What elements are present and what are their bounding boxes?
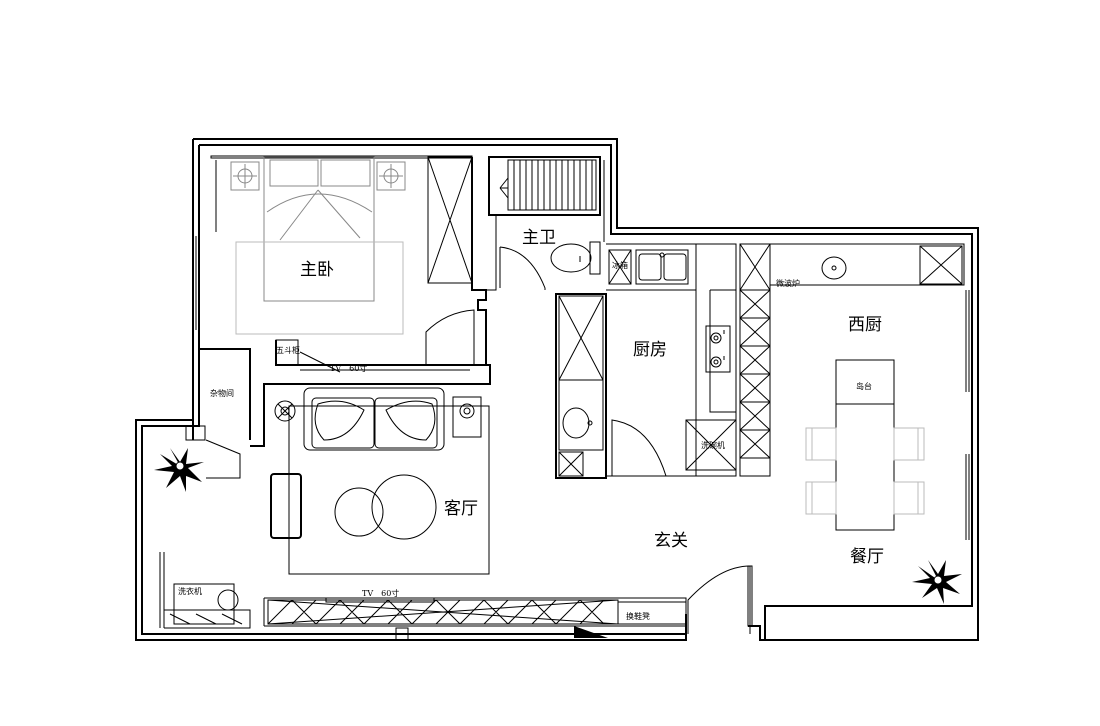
living-room: 客厅	[270, 387, 490, 575]
entry-door	[687, 565, 751, 634]
master-bath: 主卫	[499, 159, 601, 290]
kitchen-sink-round	[562, 407, 593, 439]
sofa	[303, 387, 445, 451]
coffee-table-large	[371, 474, 437, 540]
kitchen: 冰箱 洗碗机 厨房	[558, 243, 771, 477]
radiator	[507, 159, 597, 211]
entrance: 玄关	[654, 531, 753, 634]
side-table-left	[274, 400, 296, 422]
room-label-master-bath: 主卫	[522, 228, 556, 248]
bar-sink	[821, 256, 847, 280]
tall-cabinet-column	[739, 243, 771, 459]
tv-bedroom-label: TV 60寸	[330, 363, 367, 373]
toilet	[550, 241, 601, 275]
dining-chairs	[805, 427, 925, 515]
side-table-right	[452, 396, 482, 438]
wardrobe	[427, 156, 473, 284]
room-label-kitchen: 厨房	[633, 340, 667, 360]
master-bedroom: 五斗柜 TV 60寸 主卧	[210, 155, 475, 373]
room-label-western-kitchen: 西厨	[848, 315, 882, 335]
rug	[235, 241, 404, 335]
room-label-storage: 杂物间	[210, 388, 234, 398]
svg-text:洗碗机: 洗碗机	[701, 440, 725, 450]
balcony-rail	[159, 552, 165, 628]
plant-balcony	[154, 448, 204, 492]
washing-machine: 洗衣机	[173, 583, 239, 625]
living-rug	[288, 405, 490, 575]
storage-balcony: 杂物间 洗衣机	[154, 388, 251, 629]
tv-cabinet: TV 60寸 换鞋凳	[267, 588, 687, 641]
bath-door	[499, 246, 546, 290]
room-label-dining-room: 餐厅	[850, 547, 884, 567]
svg-text:岛台: 岛台	[856, 381, 872, 391]
kitchen-door	[611, 419, 667, 477]
double-sink	[635, 249, 689, 285]
island: 岛台	[835, 359, 895, 531]
coffee-table-small	[334, 487, 384, 537]
nightstand-right	[376, 161, 406, 191]
plant-dining	[912, 560, 962, 604]
shoe-bench-label: 换鞋凳	[626, 611, 650, 621]
chest-of-drawers-label: 五斗柜	[276, 345, 300, 355]
nightstand-left	[230, 161, 260, 191]
fridge: 冰箱	[608, 249, 632, 285]
cooktop	[705, 325, 731, 373]
svg-text:冰箱: 冰箱	[612, 260, 628, 270]
storage-door	[205, 439, 241, 479]
bed	[263, 156, 375, 302]
western-kitchen: 微波炉 岛台 西厨 餐厅	[776, 245, 963, 604]
room-label-entrance: 玄关	[654, 531, 688, 551]
tv-living-label: TV 60寸	[362, 588, 399, 598]
microwave-label: 微波炉	[776, 278, 800, 288]
ottoman	[270, 473, 302, 539]
dishwasher: 洗碗机	[685, 419, 737, 471]
svg-text:洗衣机: 洗衣机	[178, 586, 202, 596]
room-label-living-room: 客厅	[444, 499, 478, 519]
room-label-master-bedroom: 主卧	[300, 260, 334, 280]
bedroom-door	[425, 309, 475, 365]
